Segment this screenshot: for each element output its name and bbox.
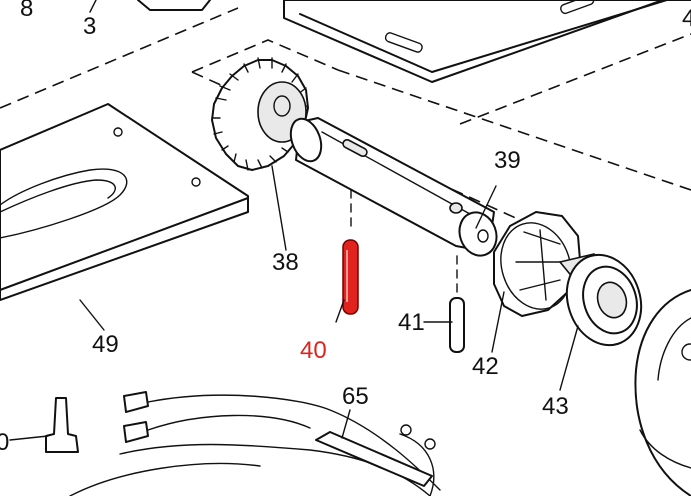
- part-base-plate: [0, 103, 249, 301]
- callout-40: 40: [300, 337, 327, 364]
- part-plate-top-left: [137, 0, 211, 11]
- part-grommet: [45, 397, 79, 453]
- part-pin-highlighted: [342, 189, 359, 315]
- part-bearing: [565, 253, 643, 347]
- part-pin-small: [449, 255, 465, 353]
- callout-labels: 8 3 4 39 38 40 41 42 43 49 65 0: [0, 0, 691, 456]
- callout-4: 4: [682, 5, 691, 32]
- callout-41: 41: [398, 309, 425, 336]
- part-wiring-harness: [69, 391, 441, 496]
- leader-lines: [9, 0, 579, 441]
- part-gear: [211, 57, 309, 171]
- part-cover-plate: [283, 0, 691, 83]
- callout-8: 8: [20, 0, 33, 22]
- callout-39: 39: [494, 147, 521, 174]
- callout-0: 0: [0, 429, 9, 456]
- callout-49: 49: [92, 331, 119, 358]
- part-motor-housing: [634, 289, 691, 496]
- callout-43: 43: [542, 393, 569, 420]
- callout-3: 3: [83, 13, 96, 40]
- callout-65: 65: [342, 383, 369, 410]
- callout-42: 42: [472, 353, 499, 380]
- callout-38: 38: [272, 249, 299, 276]
- part-shaft: [289, 117, 498, 257]
